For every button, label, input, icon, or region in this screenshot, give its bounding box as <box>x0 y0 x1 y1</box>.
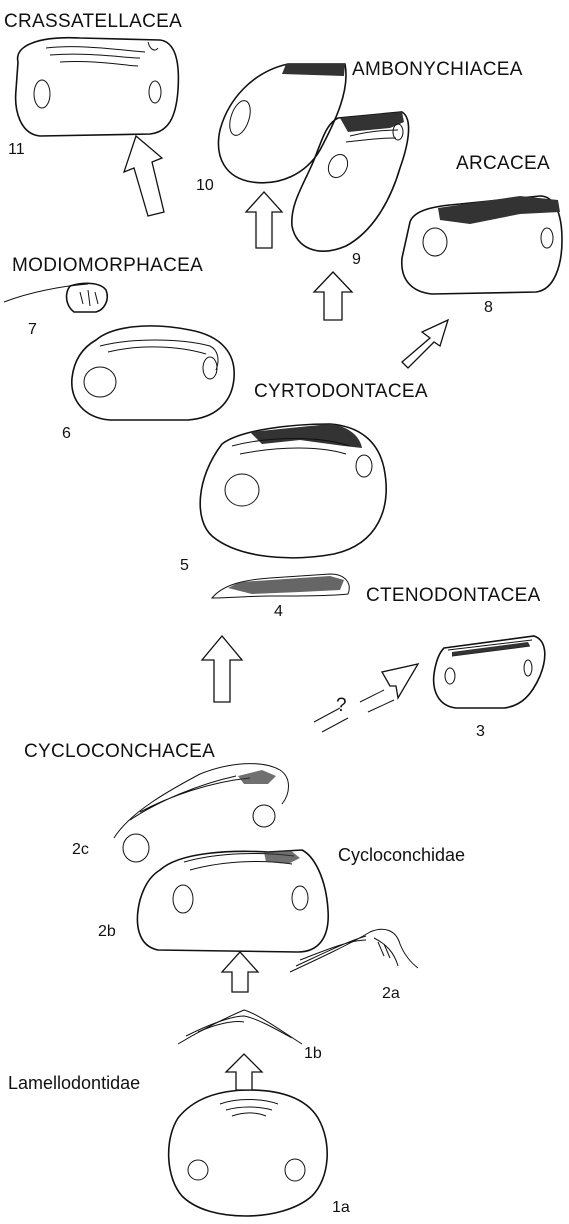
arrow-dashed-to-3 <box>314 664 418 732</box>
shell-11 <box>16 38 179 136</box>
arrow-to-8 <box>402 320 448 368</box>
specimen-number-7: 7 <box>28 322 37 338</box>
specimen-number-3: 3 <box>476 724 485 740</box>
label-ctenodontacea: CTENODONTACEA <box>366 586 541 605</box>
shell-1b <box>178 1010 302 1044</box>
specimen-number-11: 11 <box>8 142 25 158</box>
uncertain-question-mark: ? <box>336 696 347 715</box>
specimen-number-10: 10 <box>196 178 214 194</box>
label-cycloconchidae: Cycloconchidae <box>338 846 465 864</box>
shell-1a <box>169 1090 328 1216</box>
shell-10 <box>218 64 346 183</box>
shell-2b <box>137 850 328 952</box>
shell-6 <box>72 326 234 420</box>
shell-3 <box>434 636 545 708</box>
specimen-number-1b: 1b <box>304 1046 322 1062</box>
label-cyrtodontacea: CYRTODONTACEA <box>254 382 428 401</box>
specimen-number-9: 9 <box>352 252 361 268</box>
arrow-to-1b <box>226 1054 262 1090</box>
shell-2c <box>114 764 289 862</box>
label-cycloconchacea: CYCLOCONCHACEA <box>24 742 215 761</box>
specimen-number-2b: 2b <box>98 924 116 940</box>
label-arcacea: ARCACEA <box>456 154 550 173</box>
specimen-number-4: 4 <box>274 604 283 620</box>
arrow-4-to-11 <box>124 136 164 216</box>
label-ambonychiacea: AMBONYCHIACEA <box>352 60 523 79</box>
specimen-number-1a: 1a <box>332 1200 350 1216</box>
label-modiomorphacea: MODIOMORPHACEA <box>12 256 203 275</box>
label-crassatellacea: CRASSATELLACEA <box>4 12 182 31</box>
shell-4 <box>212 574 349 598</box>
shell-5 <box>200 424 386 558</box>
arrow-to-2b <box>222 952 258 992</box>
specimen-number-5: 5 <box>180 558 189 574</box>
arrow-to-4 <box>202 636 242 702</box>
shell-9 <box>292 112 409 251</box>
shell-7 <box>4 283 107 312</box>
arrow-to-10 <box>246 192 282 248</box>
shell-8 <box>402 196 562 294</box>
specimen-number-2a: 2a <box>382 986 400 1002</box>
specimen-number-8: 8 <box>484 300 493 316</box>
specimen-number-2c: 2c <box>72 842 89 858</box>
arrow-to-9 <box>314 272 352 320</box>
specimen-number-6: 6 <box>62 426 71 442</box>
label-lamellodontidae: Lamellodontidae <box>8 1074 140 1092</box>
